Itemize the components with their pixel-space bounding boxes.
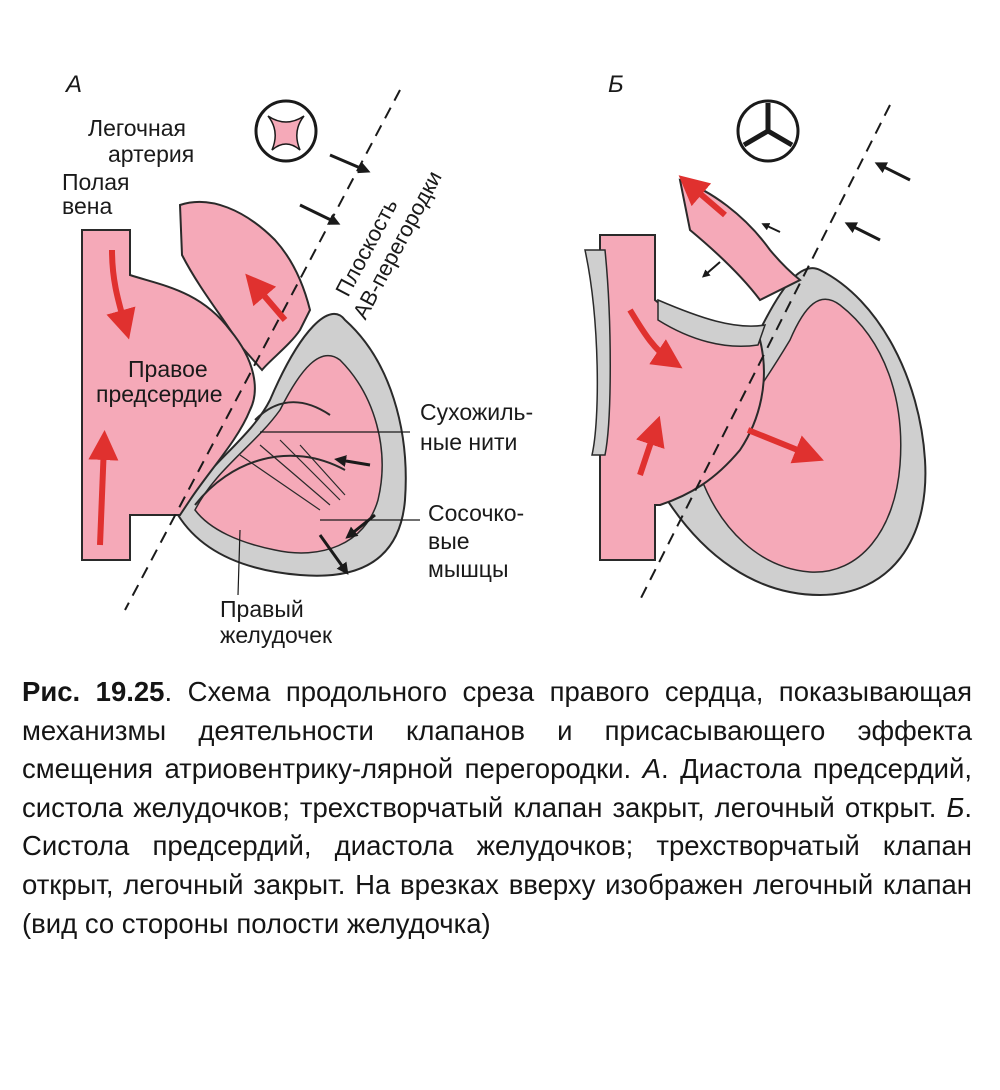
av-plane-line bbox=[124, 89, 401, 611]
caption-letter-b: Б bbox=[946, 791, 965, 823]
label-right-atrium-2: предсердие bbox=[96, 381, 223, 407]
caption-text-3: . Систола предсердий, диастола желудочко… bbox=[22, 791, 972, 939]
label-vena-cava-2: вена bbox=[62, 193, 112, 219]
panel-b: Б bbox=[584, 71, 927, 601]
panel-b-letter: Б bbox=[608, 71, 624, 98]
flow-arrow-inferior bbox=[88, 430, 119, 546]
caption-text-1: . Схема продольного среза правого сердца… bbox=[22, 676, 973, 785]
right-ventricle-cavity bbox=[194, 354, 383, 554]
panel-b-arrow-2 bbox=[844, 222, 881, 242]
label-right-ventricle-1: Правый bbox=[220, 596, 304, 622]
pulmonary-valve-inset-open bbox=[254, 99, 318, 163]
panel-b-flow-arrow-outflow bbox=[678, 175, 727, 218]
panel-a-letter: А bbox=[64, 71, 82, 98]
panel-b-arrow-1 bbox=[874, 162, 911, 182]
contraction-arrow-1 bbox=[329, 153, 371, 174]
label-papillary-1: Сосочко- bbox=[428, 500, 524, 526]
leader-ventricle bbox=[237, 529, 241, 596]
panel-b-flow-arrow-atrium-top bbox=[627, 308, 683, 369]
contraction-arrow-2 bbox=[299, 203, 341, 225]
tricuspid-leaflets bbox=[194, 401, 346, 506]
panel-b-arrow-3 bbox=[761, 223, 781, 233]
contraction-arrow-3 bbox=[334, 455, 371, 467]
flow-arrow-vena-cava bbox=[106, 249, 136, 340]
caption-figure-label: Рис. 19.25 bbox=[22, 676, 165, 707]
label-chordae-1: Сухожиль- bbox=[420, 399, 533, 425]
pulmonary-valve-inset-closed bbox=[736, 99, 800, 163]
panel-b-flow-arrow-ventricle bbox=[746, 427, 824, 464]
label-pulmonary-artery-2: артерия bbox=[108, 141, 194, 167]
panel-b-arrow-4 bbox=[701, 261, 721, 278]
flow-arrow-pulmonary bbox=[245, 273, 288, 322]
label-chordae-2: ные нити bbox=[420, 429, 517, 455]
label-right-ventricle-2: желудочек bbox=[220, 622, 333, 648]
contraction-arrow-5 bbox=[318, 534, 349, 575]
contraction-arrow-4 bbox=[345, 513, 376, 539]
label-vena-cava-1: Полая bbox=[62, 169, 129, 195]
chordae-tendineae bbox=[239, 439, 346, 511]
label-pulmonary-artery-1: Легочная bbox=[88, 115, 186, 141]
panel-b-atrial-roof bbox=[657, 298, 767, 348]
caption-text-2: . Диастола предсердий, систола желудочко… bbox=[22, 753, 972, 823]
heart-diagram: А Легочная ар bbox=[62, 71, 927, 648]
label-papillary-3: мышцы bbox=[428, 556, 509, 582]
panel-b-pulmonary-artery bbox=[678, 178, 802, 302]
caption-letter-a: А bbox=[642, 753, 661, 785]
panel-b-atrial-wall bbox=[584, 249, 611, 456]
figure-caption: Рис. 19.25. Схема продольного среза прав… bbox=[22, 673, 972, 943]
label-papillary-2: вые bbox=[428, 528, 470, 554]
pulmonary-artery bbox=[178, 200, 312, 372]
panel-b-flow-arrow-atrium-bottom bbox=[636, 415, 665, 476]
label-right-atrium-1: Правое bbox=[128, 356, 208, 382]
label-av-plane: Плоскость АВ-перегородки bbox=[330, 167, 446, 323]
panel-a: А Легочная ар bbox=[62, 71, 533, 648]
panel-b-av-plane-line bbox=[639, 104, 891, 601]
